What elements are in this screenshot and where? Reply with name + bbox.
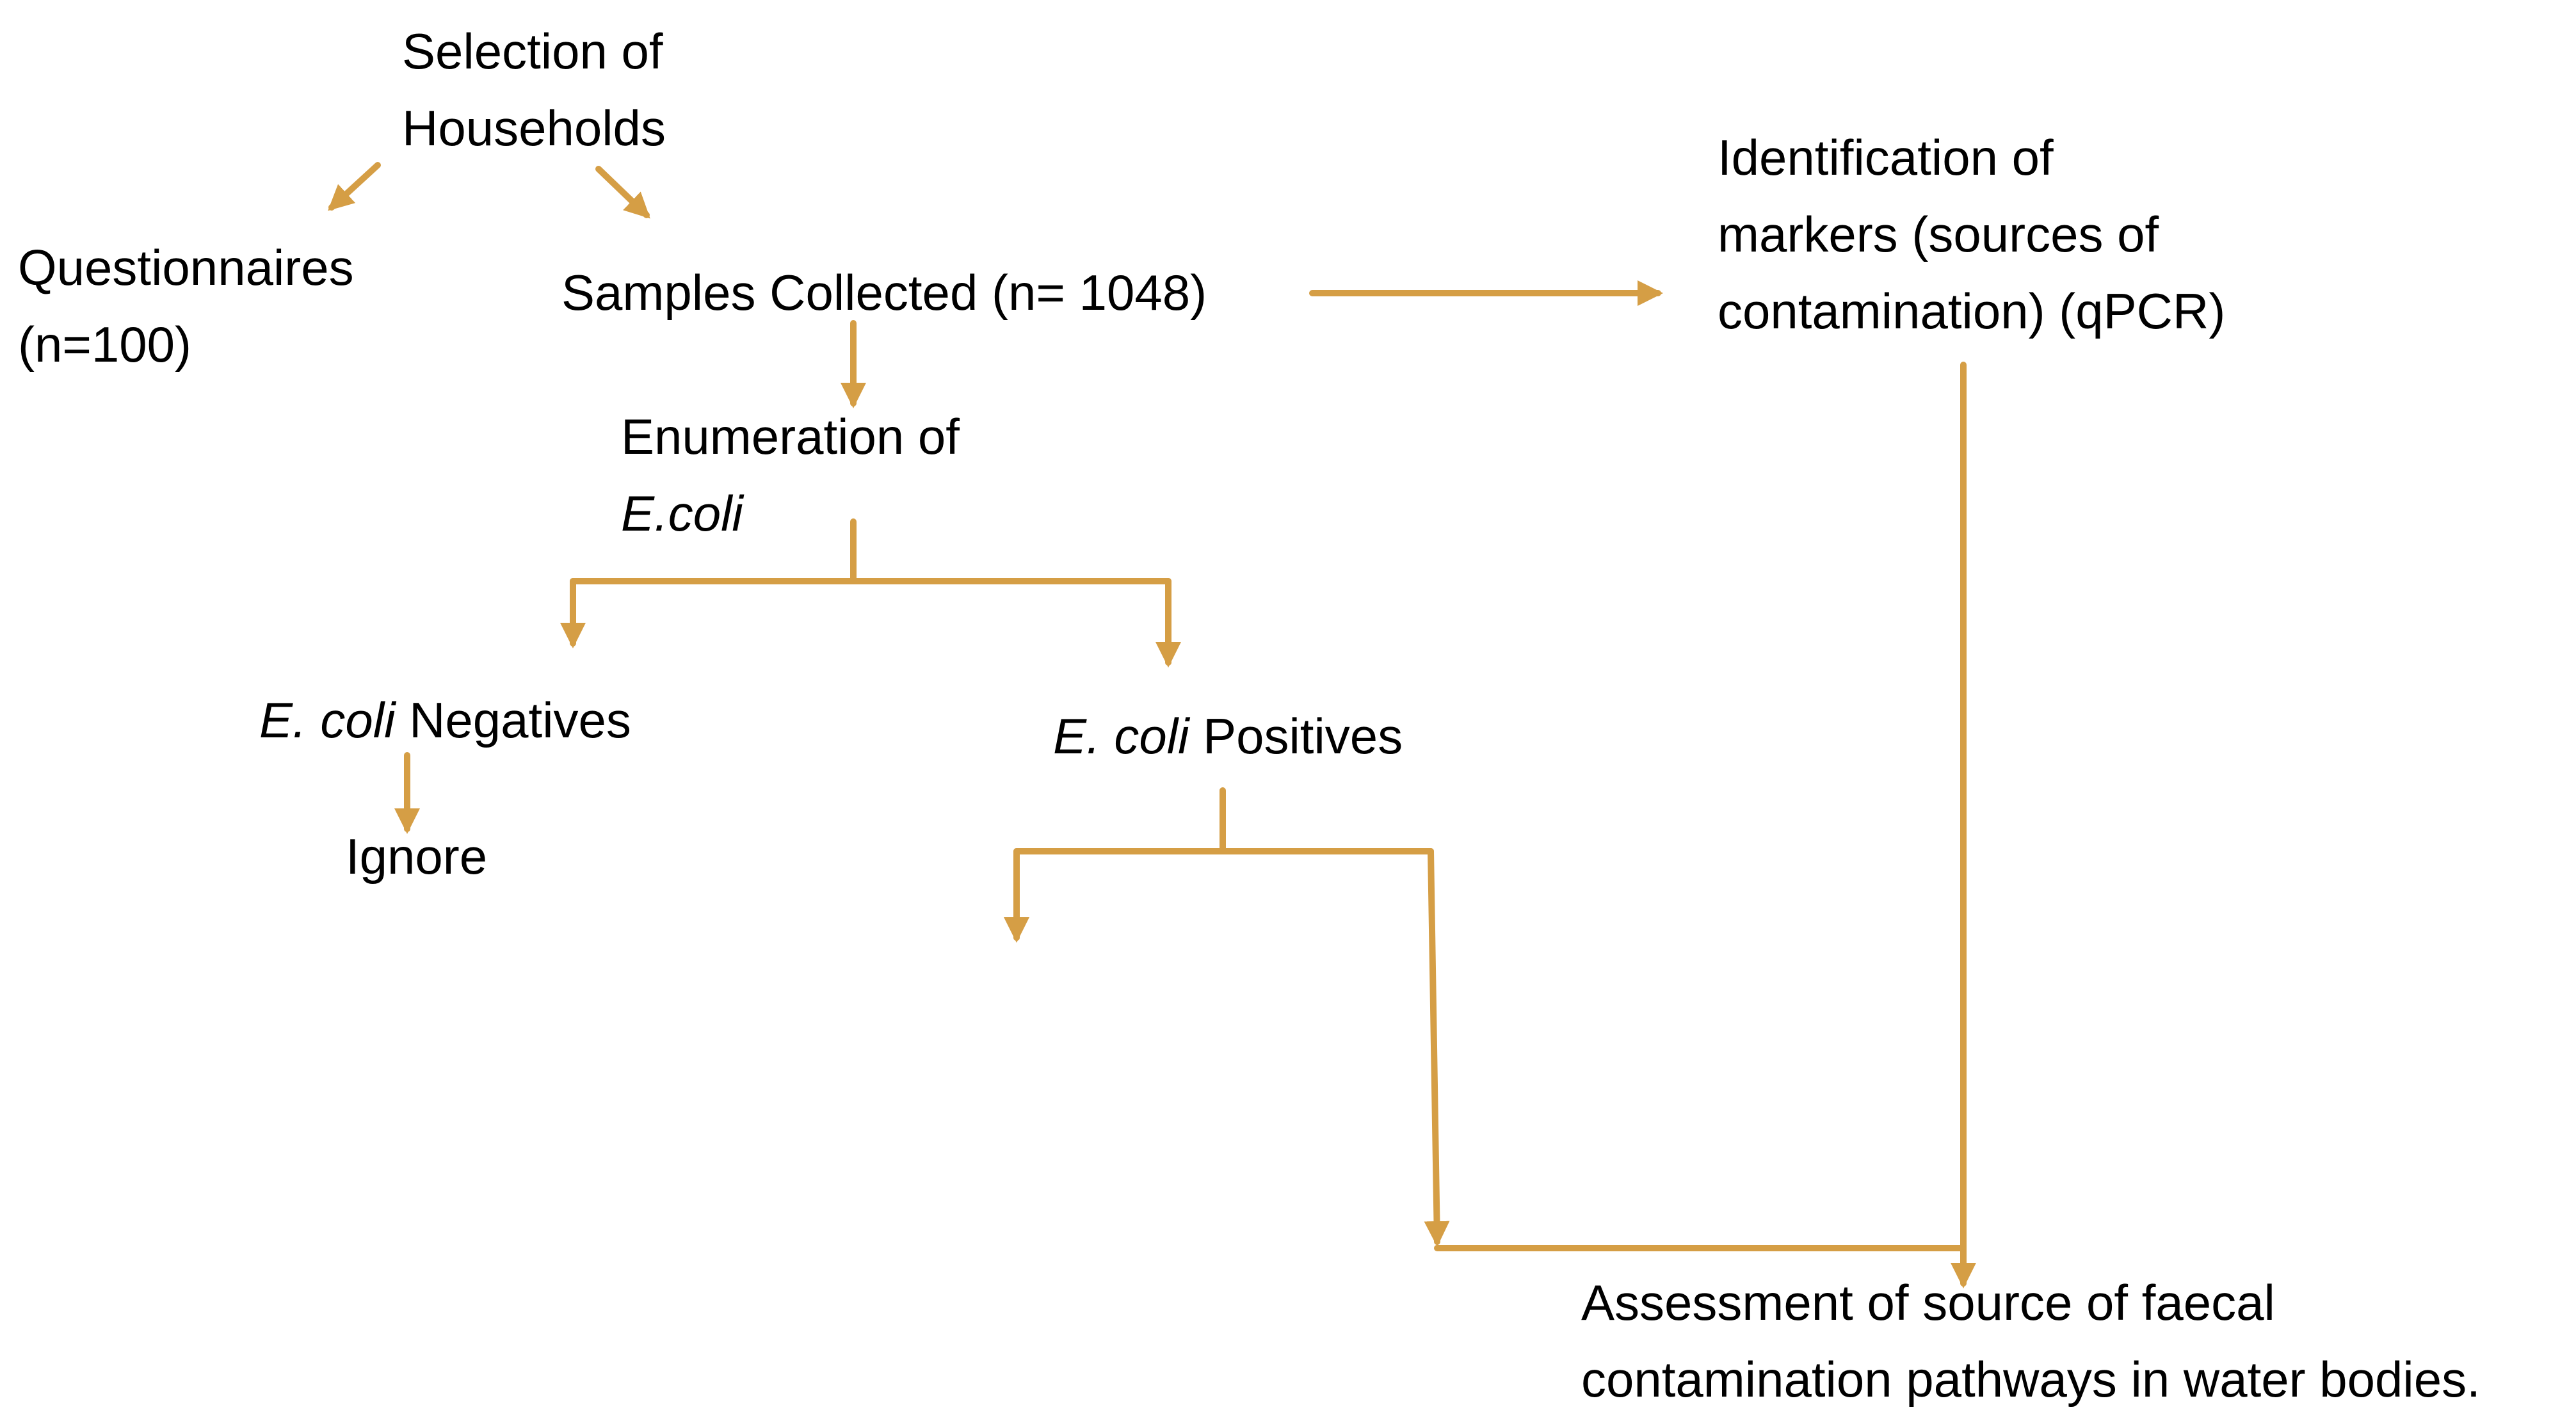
assessment-line1: Assessment of source of faecal [1581,1274,2275,1331]
positives-node: E. coli Positives [1053,698,1403,774]
enumeration-line2-wrap: E.coli [621,475,960,552]
questionnaires-node: Questionnaires (n=100) [18,229,354,383]
enumeration-node: Enumeration of E.coli [621,398,960,552]
positives-line: E. coli Positives [1053,698,1403,774]
identification-line3: contamination) (qPCR) [1718,283,2226,339]
identification-node: Identification of markers (sources of co… [1718,119,2225,349]
identification-line1: Identification of [1718,129,2054,186]
samples-text: Samples Collected (n= 1048) [561,264,1207,321]
arrow-positives-right-branch [1424,848,1450,1247]
households-line1: Selection of [402,23,663,79]
enumeration-line1: Enumeration of [621,408,960,465]
negatives-italic: E. coli [259,692,396,748]
negatives-rest: Negatives [395,692,631,748]
identification-line2: markers (sources of [1718,206,2159,262]
assessment-node: Assessment of source of faecal contamina… [1581,1264,2481,1418]
households-node: Selection of Households [402,13,666,166]
assessment-line2: contamination pathways in water bodies. [1581,1351,2481,1407]
arrow-households-to-samples [595,166,650,219]
negatives-node: E. coli Negatives [259,682,631,758]
enumeration-line2: E.coli [621,485,743,541]
samples-node: Samples Collected (n= 1048) [561,254,1207,331]
arrow-households-to-questionnaires [328,162,381,211]
positives-italic: E. coli [1053,708,1189,764]
positives-rest: Positives [1189,708,1403,764]
questionnaires-line2: (n=100) [18,316,192,373]
ignore-text: Ignore [346,828,488,885]
households-line2: Households [402,100,666,156]
negatives-line: E. coli Negatives [259,682,631,758]
ignore-node: Ignore [346,818,487,895]
questionnaires-line1: Questionnaires [18,239,354,296]
